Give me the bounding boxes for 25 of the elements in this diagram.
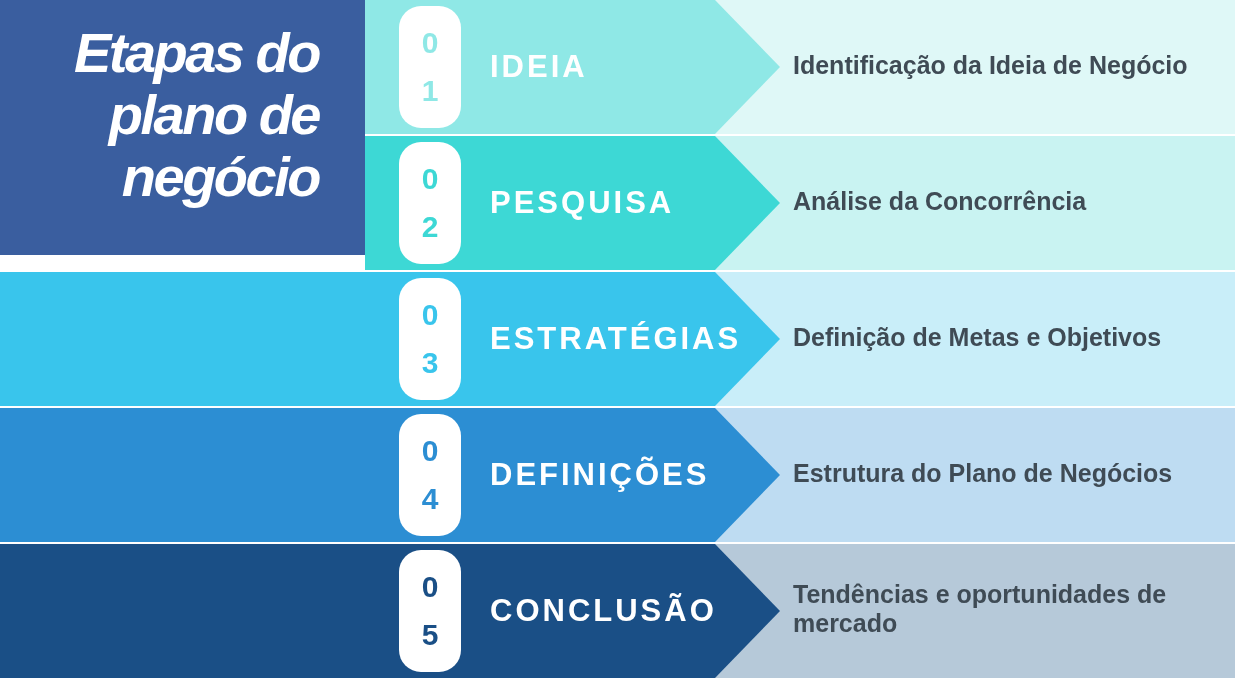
chevron-band	[365, 136, 780, 270]
description-text: Identificação da Ideia de Negócio	[793, 50, 1189, 80]
description-text: Definição de Metas e Objetivos	[793, 322, 1163, 352]
stage-label: CONCLUSÃO	[490, 593, 717, 629]
chevron-band	[0, 544, 780, 678]
description-text: Análise da Concorrência	[793, 186, 1088, 216]
number-badge: 04	[399, 414, 461, 536]
description-panel	[715, 544, 1235, 678]
stage-label: ESTRATÉGIAS	[490, 321, 742, 357]
number-badge: 02	[399, 142, 461, 264]
number-badge: 03	[399, 278, 461, 400]
description-text: Estrutura do Plano de Negócios	[793, 458, 1174, 488]
description-panel	[715, 408, 1235, 542]
number-badge: 01	[399, 6, 461, 128]
chevron-band	[0, 272, 780, 406]
description-panel	[715, 0, 1235, 134]
chevron-band	[0, 408, 780, 542]
description-panel	[715, 136, 1235, 270]
description-text: Tendências e oportunidades de mercado	[793, 580, 1168, 638]
number-badge: 05	[399, 550, 461, 672]
chevron-band	[365, 0, 780, 134]
stage-label: PESQUISA	[490, 185, 675, 221]
title-text: Etapas do plano de negócio	[72, 22, 319, 208]
stage-label: IDEIA	[490, 49, 588, 85]
stage-label: DEFINIÇÕES	[490, 457, 710, 493]
